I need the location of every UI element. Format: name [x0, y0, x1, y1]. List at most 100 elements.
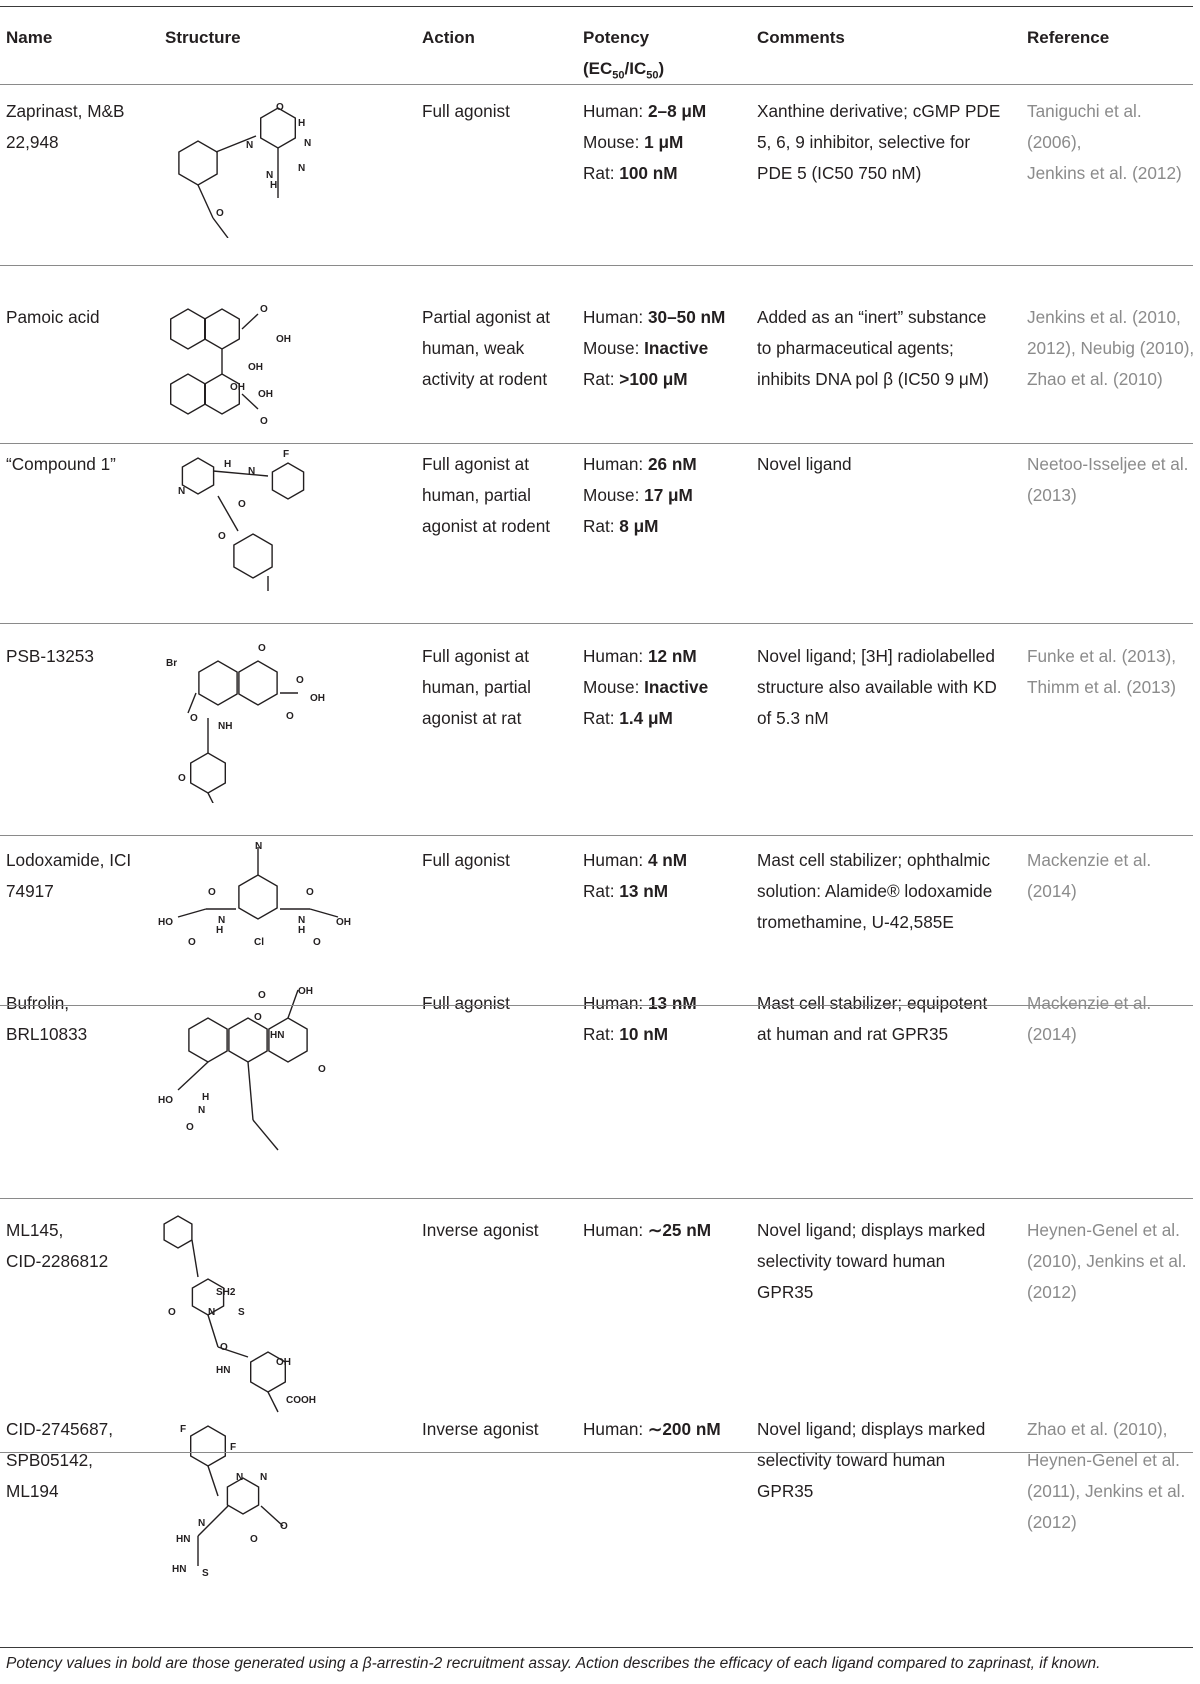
structure-ring	[190, 752, 226, 794]
cell-reference: Mackenzie et al. (2014)	[1027, 988, 1197, 1050]
potency-line: Rat: >100 μM	[583, 364, 753, 395]
structure-bond	[177, 1061, 209, 1091]
structure-ring	[260, 107, 296, 149]
row-divider	[0, 1198, 1193, 1199]
row-divider	[0, 1452, 1193, 1453]
reference-line[interactable]: Zhao et al. (2010),	[1027, 1419, 1168, 1439]
compound-1-structure: FHNNOSOHO	[158, 441, 408, 591]
structure-bond	[309, 908, 339, 918]
reference-line[interactable]: Heynen-Genel et al.	[1027, 1450, 1180, 1470]
comment-line: Novel ligand; displays marked	[757, 1220, 986, 1240]
structure-atom-label: O	[280, 1521, 288, 1532]
comment-line: PDE 5 (IC50 750 nM)	[757, 163, 922, 183]
structure-atom-label: O	[286, 711, 294, 722]
reference-line[interactable]: (2011), Jenkins et al.	[1027, 1481, 1186, 1501]
structure-bond	[215, 135, 257, 153]
structure-atom-label: O	[186, 1122, 194, 1133]
reference-line[interactable]: (2012)	[1027, 1282, 1077, 1302]
comment-line: Novel ligand; [3H] radiolabelled	[757, 646, 995, 666]
cell-potency: Human: ∼200 nM	[583, 1414, 753, 1445]
potency-line: Human: 2–8 μM	[583, 96, 753, 127]
cell-reference: Zhao et al. (2010), Heynen-Genel et al. (2…	[1027, 1414, 1197, 1538]
row-divider	[0, 443, 1193, 444]
reference-line[interactable]: Thimm et al. (2013)	[1027, 677, 1177, 697]
header-structure: Structure	[165, 28, 241, 47]
reference-line[interactable]: Zhao et al. (2010)	[1027, 369, 1163, 389]
potency-value: 13 nM	[647, 993, 697, 1013]
structure-ring	[238, 660, 278, 706]
name-line: Zaprinast, M&B	[6, 101, 125, 121]
structure-atom-label: O	[238, 499, 246, 510]
reference-line[interactable]: (2013)	[1027, 485, 1077, 505]
cell-potency: Human: ∼25 nM	[583, 1215, 753, 1246]
action-line: agonist at rat	[422, 708, 522, 728]
potency-value: 12 nM	[647, 646, 697, 666]
potency-line: Human: 13 nM	[583, 988, 753, 1019]
structure-atom-label: O	[188, 937, 196, 948]
structure-atom-label: O	[220, 1342, 228, 1353]
structure-atom-label: H	[270, 180, 277, 191]
potency-species: Rat:	[583, 163, 620, 183]
structure-atom-label: N	[236, 1472, 243, 1483]
name-line: Lodoxamide, ICI	[6, 850, 132, 870]
potency-species: Mouse:	[583, 132, 645, 152]
action-line: Full agonist	[422, 101, 510, 121]
potency-line: Human: ∼25 nM	[583, 1215, 753, 1246]
reference-line[interactable]: 2012), Neubig (2010),	[1027, 338, 1195, 358]
structure-bond	[207, 792, 214, 803]
potency-value: ∼200 nM	[647, 1419, 721, 1439]
structure-ring	[181, 457, 215, 495]
psb-13253-structure: OBrOOHONHOOCH3	[158, 633, 408, 803]
structure-atom-label: O	[218, 531, 226, 542]
structure-atom-label: OH	[258, 389, 273, 400]
reference-line[interactable]: Taniguchi et al. (2006),	[1027, 101, 1142, 152]
potency-line: Rat: 8 μM	[583, 511, 753, 542]
structure-atom-label: OH	[298, 986, 313, 997]
reference-line[interactable]: Funke et al. (2013),	[1027, 646, 1177, 666]
reference-line[interactable]: Jenkins et al. (2010,	[1027, 307, 1181, 327]
structure-bond	[191, 1239, 199, 1278]
reference-line[interactable]: (2010), Jenkins et al.	[1027, 1251, 1187, 1271]
potency-species: Human:	[583, 1220, 648, 1240]
potency-value: 17 μM	[644, 485, 693, 505]
reference-line[interactable]: (2014)	[1027, 881, 1077, 901]
cell-reference: Taniguchi et al. (2006), Jenkins et al. (…	[1027, 96, 1197, 189]
potency-line: Human: ∼200 nM	[583, 1414, 753, 1445]
reference-line[interactable]: Mackenzie et al.	[1027, 850, 1152, 870]
cell-reference: Funke et al. (2013), Thimm et al. (2013)	[1027, 641, 1197, 703]
action-line: Partial agonist at	[422, 307, 551, 327]
reference-line[interactable]: Mackenzie et al.	[1027, 993, 1152, 1013]
reference-line[interactable]: Jenkins et al. (2012)	[1027, 163, 1182, 183]
cell-action: Full agonist	[422, 96, 572, 127]
structure-atom-label: F	[283, 449, 289, 460]
structure-ring	[204, 308, 240, 350]
potency-line: Mouse: Inactive	[583, 333, 753, 364]
comment-line: 5, 6, 9 inhibitor, selective for	[757, 132, 971, 152]
potency-value: Inactive	[644, 677, 709, 697]
structure-atom-label: HO	[158, 1095, 173, 1106]
table-bottom-rule	[0, 1647, 1193, 1648]
name-line: Bufrolin,	[6, 993, 70, 1013]
reference-line[interactable]: (2012)	[1027, 1512, 1077, 1532]
structure-atom-label: HN	[270, 1030, 284, 1041]
comment-line: GPR35	[757, 1282, 814, 1302]
cell-name: Bufrolin,BRL10833	[6, 988, 156, 1050]
reference-line[interactable]: (2014)	[1027, 1024, 1077, 1044]
header-name: Name	[6, 28, 53, 47]
reference-line[interactable]: Neetoo-Isseljee et al.	[1027, 454, 1189, 474]
action-line: agonist at rodent	[422, 516, 551, 536]
action-line: activity at rodent	[422, 369, 548, 389]
structure-atom-label: OH	[230, 382, 245, 393]
reference-line[interactable]: Heynen-Genel et al.	[1027, 1220, 1180, 1240]
